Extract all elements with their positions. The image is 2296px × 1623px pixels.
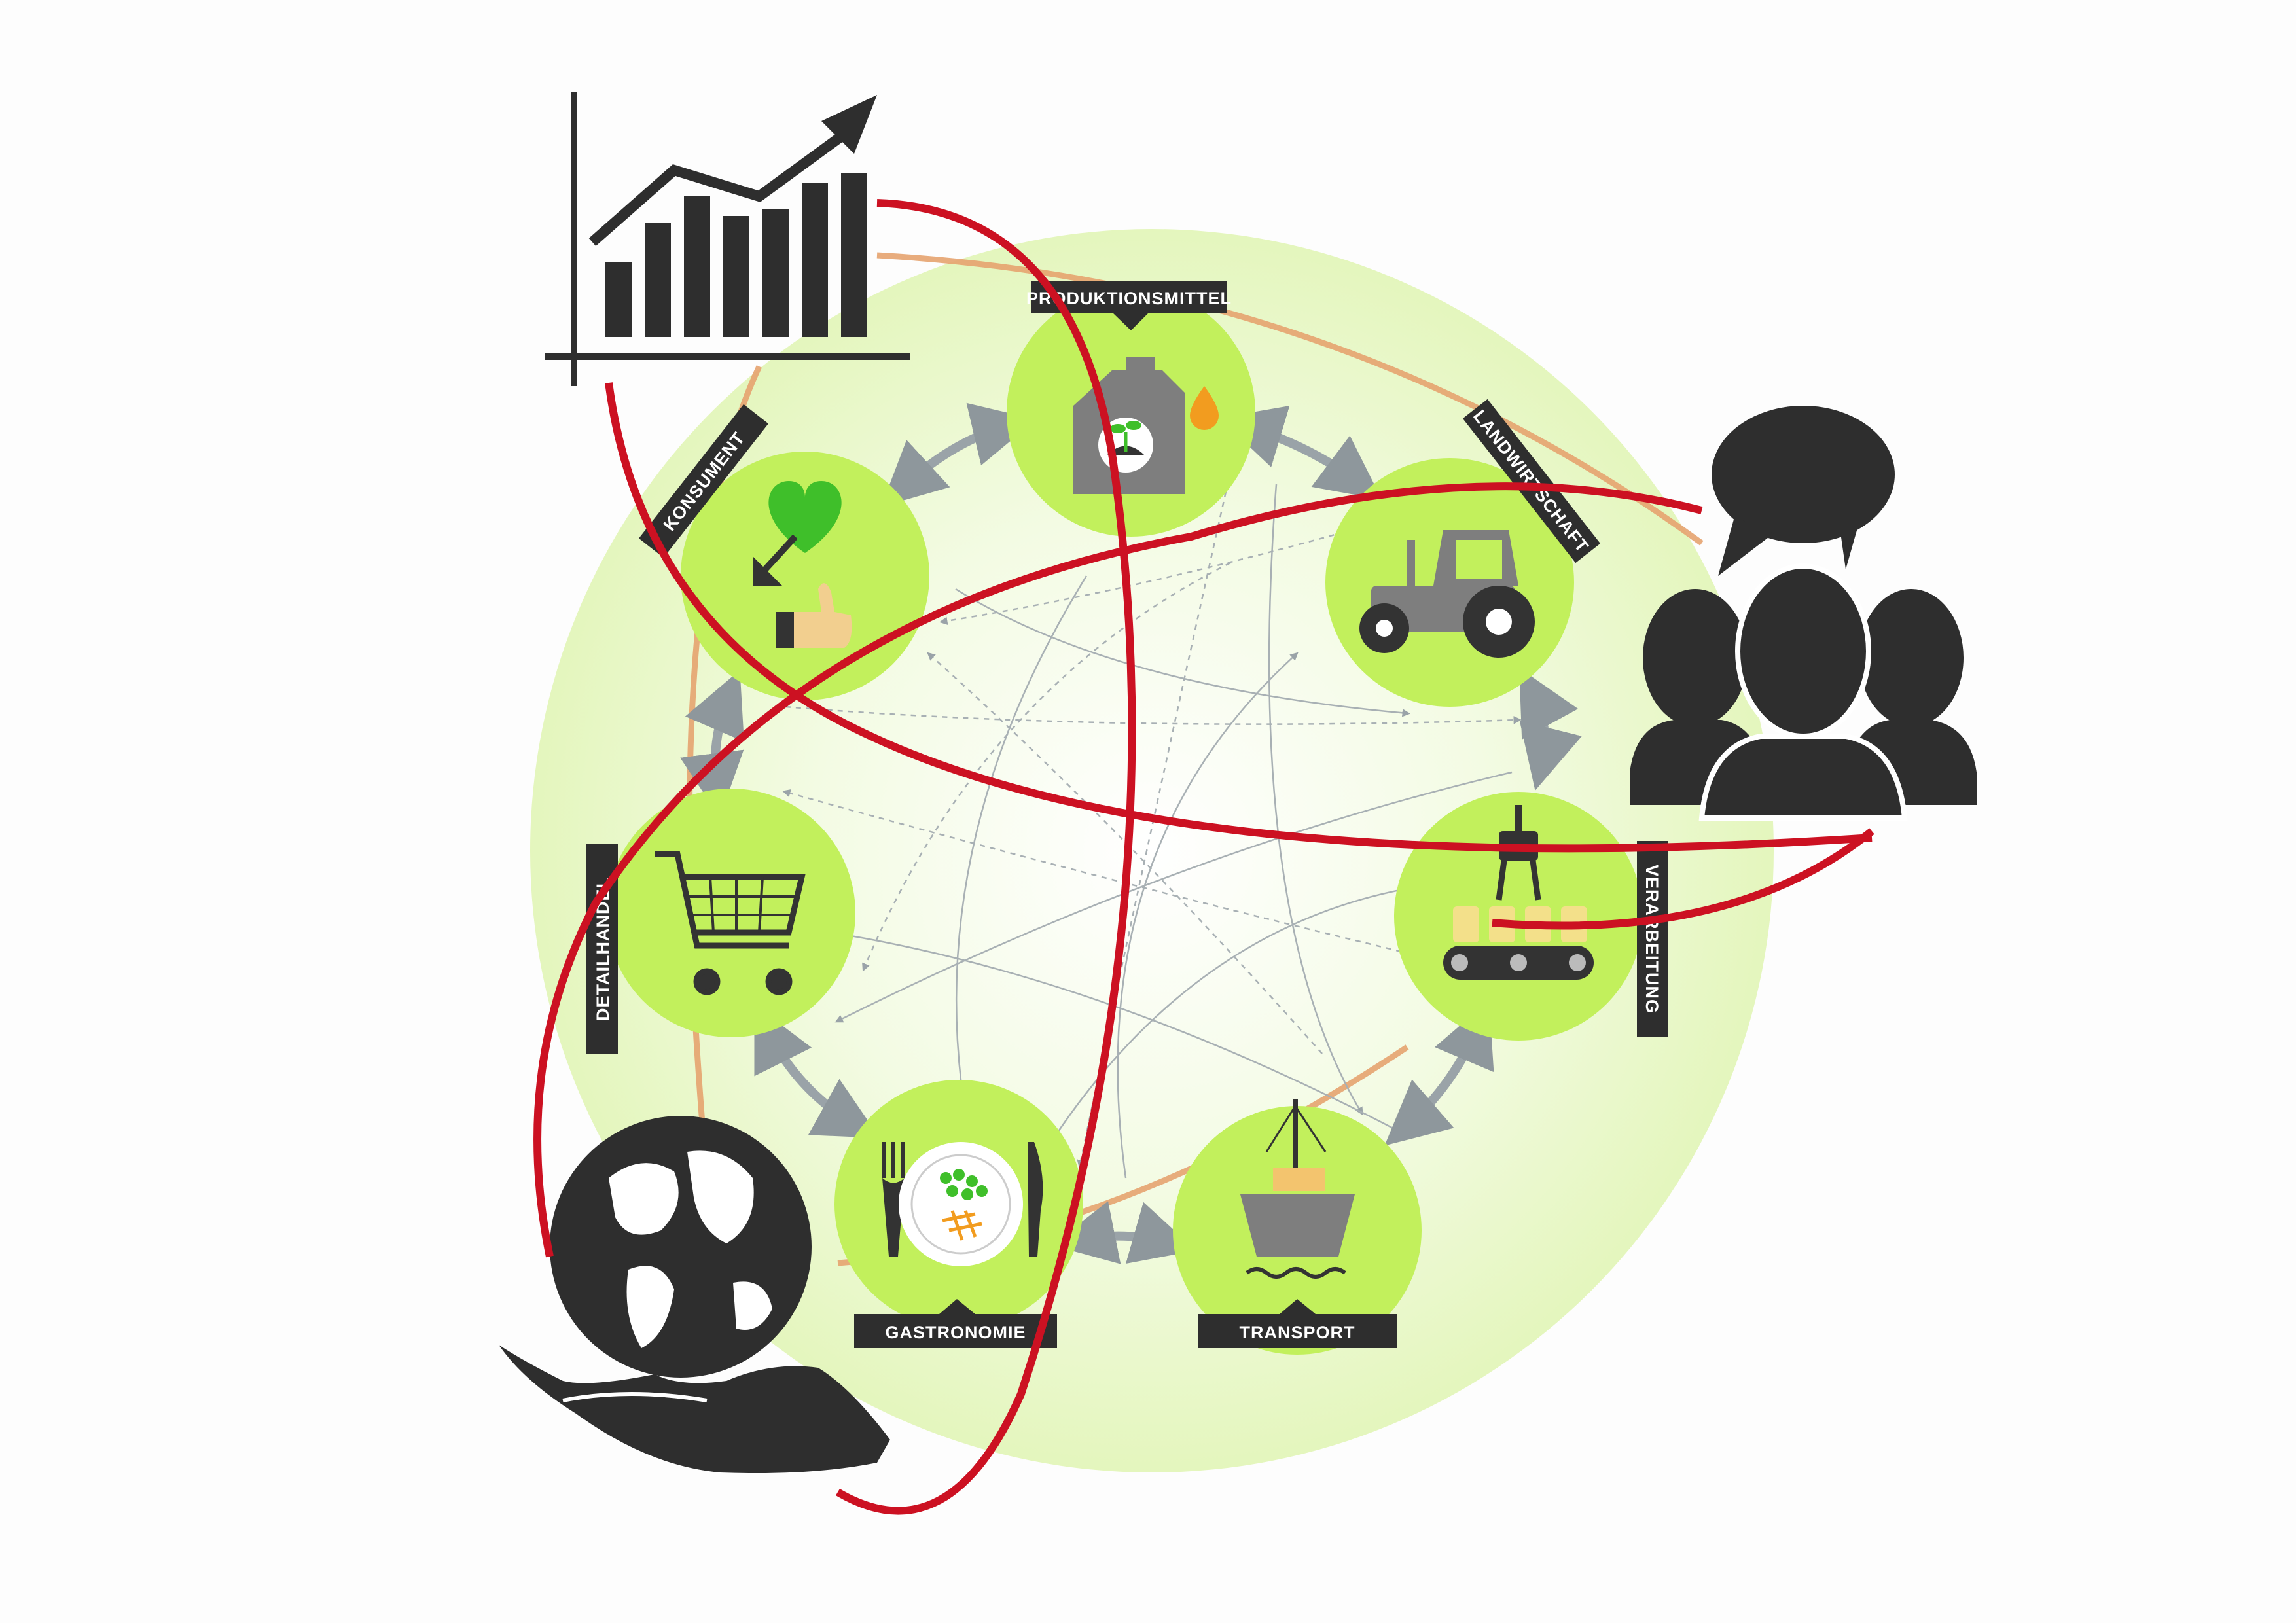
label-text: VERARBEITUNG: [1642, 865, 1662, 1014]
growth-chart-icon: [545, 92, 910, 386]
node-konsument: [681, 452, 929, 700]
label-gastronomie: GASTRONOMIE: [854, 1299, 1057, 1348]
label-transport: TRANSPORT: [1198, 1299, 1397, 1348]
label-text: GASTRONOMIE: [885, 1323, 1026, 1342]
heart-thumbs-up-icon: [753, 481, 852, 648]
inner-connections: [782, 471, 1522, 1192]
people-speech-icon: [1630, 406, 1977, 821]
globe-hand-icon: [499, 1116, 890, 1473]
plate-cutlery-icon: [882, 1142, 1043, 1266]
tractor-icon: [1359, 530, 1535, 658]
node-detailhandel: [607, 789, 855, 1037]
label-text: TRANSPORT: [1240, 1323, 1355, 1342]
red-loops: [533, 199, 1874, 1515]
label-detailhandel: DETAILHANDEL: [586, 844, 618, 1054]
stage-arrows: [680, 402, 1582, 1264]
ship-icon: [1240, 1099, 1355, 1279]
label-verarbeitung: VERARBEITUNG: [1637, 841, 1668, 1037]
shopping-cart-icon: [655, 851, 806, 995]
